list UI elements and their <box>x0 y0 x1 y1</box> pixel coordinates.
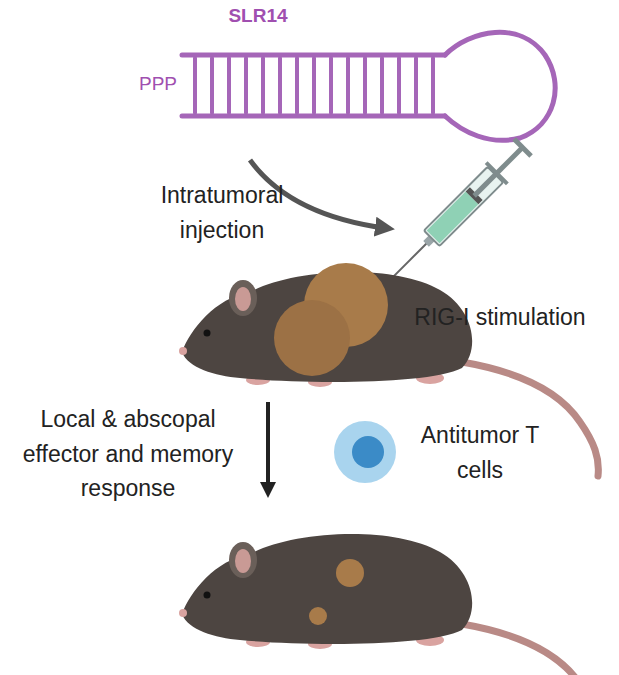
molecule-name: SLR14 <box>198 2 318 31</box>
triphosphate-label: PPP <box>128 70 188 99</box>
syringe <box>377 135 535 293</box>
outcome-label: Local & abscopal effector and memory res… <box>10 402 246 506</box>
step-label: Intratumoral injection <box>137 178 307 247</box>
cell-label: Antitumor T cells <box>400 418 560 487</box>
t-cell <box>334 421 396 483</box>
treated-mouse <box>179 534 598 675</box>
step-label: RIG-I stimulation <box>385 300 615 335</box>
slr14-hairpin <box>182 32 555 140</box>
outcome-arrow <box>266 402 270 490</box>
